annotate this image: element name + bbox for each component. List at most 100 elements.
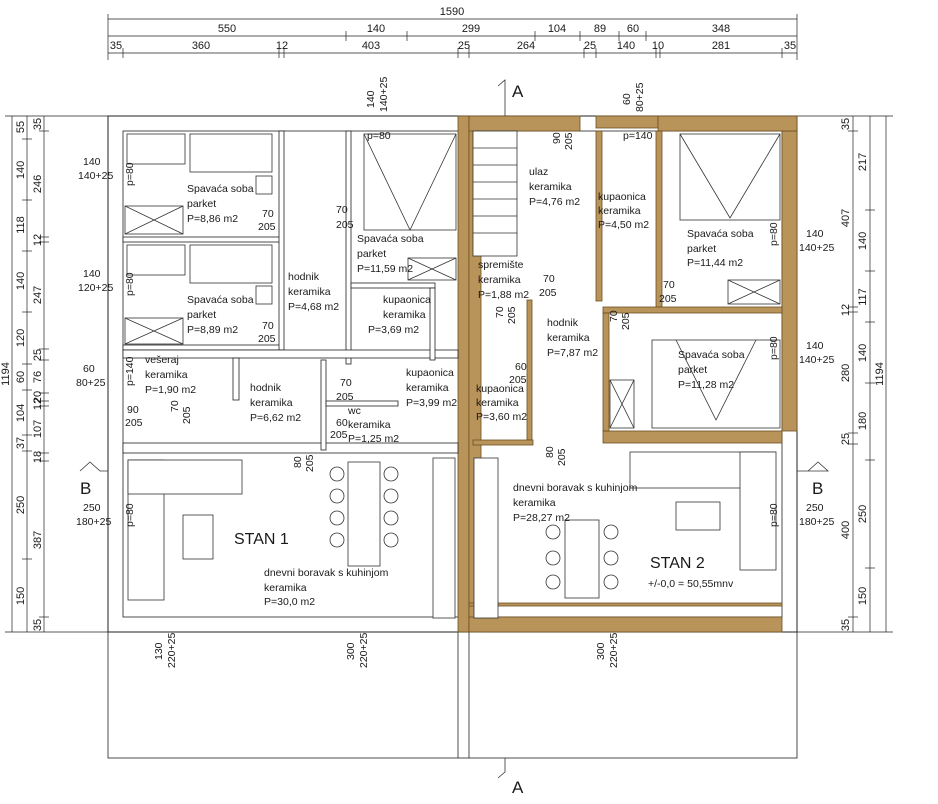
unit-2-label: STAN 2 [650,555,705,572]
dim-col-right-b: 35 407 12 280 25 400 35 [840,118,852,631]
door-label: 205 [258,221,276,233]
dim-label: 250 [15,496,27,514]
room-name: ulaz [529,166,548,178]
dim-label: 35 [32,619,44,631]
room-area: P=11,59 m2 [357,263,413,275]
dim-label: 117 [857,288,869,306]
right-dimension-chain: 1194 217 140 117 140 180 250 150 35 407 … [797,115,893,633]
door-label: 205 [125,417,143,429]
dim-label: 180 [857,412,869,430]
room-area: P=4,50 m2 [598,219,649,231]
room-area: P=3,69 m2 [368,324,419,336]
dim-label: 217 [857,153,869,171]
dim-label: 25 [584,40,596,52]
dim-label: 400 [840,521,852,539]
dim-label: 281 [712,40,730,52]
dim-row-2: 35 360 12 403 25 264 25 140 10 281 35 [110,40,796,52]
door-label: 205 [258,333,276,345]
window-label: 140+25 [78,170,113,182]
window-label: 140+25 [799,354,834,366]
parapet-label: p=140 [124,356,136,386]
dim-label: 35 [110,40,122,52]
door-label: 205 [336,219,354,231]
dim-label: 360 [192,40,210,52]
left-dimension-chain: 1194 55 140 118 140 120 60 104 37 250 15… [0,115,108,633]
dim-label: 25 [840,433,852,445]
room-area: P=1,25 m2 [348,433,399,445]
room-bedroom-3: Spavaća soba parket P=11,59 m2 [357,233,426,275]
room-area: P=11,44 m2 [687,257,743,269]
window-labels: 140 140+25 140 120+25 60 80+25 140 140+2… [76,77,834,668]
window-label: 220+25 [608,633,620,668]
level-mark: +/-0,0 = 50,55mnv [648,578,734,590]
dim-total-height: 1194 [0,362,12,386]
room-floor: keramika [250,397,293,409]
room-bathroom-1: kupaonica keramika P=3,69 m2 [368,294,434,336]
dim-total-height-right: 1194 [874,362,886,386]
room-area: P=28,27 m2 [513,512,570,524]
room-floor: keramika [348,419,391,431]
room-living-1: dnevni boravak s kuhinjom keramika P=30,… [264,567,391,608]
room-living-2: dnevni boravak s kuhinjom keramika P=28,… [513,482,640,524]
parapet-label: p=140 [623,130,653,142]
dim-label: 150 [857,587,869,605]
room-name: hodnik [250,382,282,394]
room-bathroom-2: kupaonica keramika P=3,99 m2 [406,367,457,409]
dim-label: 264 [517,40,535,52]
parapet-label: p=80 [768,336,780,360]
dim-label: 140 [617,40,635,52]
room-floor: parket [678,364,707,376]
door-label: 205 [563,132,575,150]
room-name: Spavaća soba [187,183,254,195]
window-label: 250 [83,502,101,514]
door-label: 205 [330,429,348,441]
door-label: 70 [169,400,181,412]
dim-label: 140 [857,232,869,250]
room-name: hodnik [547,317,579,329]
room-floor: keramika [406,382,449,394]
door-label: 90 [551,132,563,144]
room-name: Spavaća soba [687,228,754,240]
room-floor: keramika [529,181,572,193]
dim-label: 280 [840,364,852,382]
room-name: vešeraj [145,354,179,366]
dim-label: 20 [32,391,44,403]
terrace [107,631,798,759]
window-label: 140+25 [378,77,390,112]
dim-label: 37 [15,437,27,449]
room-bedroom-4: Spavaća soba parket P=11,44 m2 [687,228,756,269]
room-bedroom-1: Spavaća soba parket P=8,86 m2 [187,183,256,225]
room-storage: spremište keramika P=1,88 m2 [478,259,529,301]
dim-label: 299 [462,23,480,35]
top-dimension-chain: 1590 550 140 299 104 89 60 348 35 360 12… [107,6,798,60]
door-label: 70 [543,273,555,285]
parapet-label: p=80 [124,162,136,186]
dim-col-right-a: 217 140 117 140 180 250 150 [857,153,869,605]
dim-label: 12 [32,398,44,410]
room-laundry: vešeraj keramika P=1,90 m2 [145,354,196,396]
dim-col-b: 35 246 12 247 25 76 20 12 107 18 387 35 [32,118,44,631]
room-name: Spavaća soba [678,349,745,361]
room-bedroom-5: Spavaća soba parket P=11,28 m2 [678,349,747,391]
door-label: 90 [127,404,139,416]
section-a-top: A [512,82,524,101]
dim-label: 403 [362,40,380,52]
dim-label: 107 [32,420,44,438]
dim-label: 12 [276,40,288,52]
room-name: kupaonica [383,294,431,306]
window-label: 140 [806,340,824,352]
room-name: Spavaća soba [187,294,254,306]
room-labels: Spavaća soba parket P=8,86 m2 Spavaća so… [145,166,756,608]
door-label: 70 [608,310,620,322]
parapet-label: p=80 [367,130,391,142]
dim-label: 348 [712,23,730,35]
dim-label: 60 [627,23,639,35]
room-hallway-2: hodnik keramika P=6,62 m2 [250,382,301,424]
section-b-left: B [80,479,91,498]
window-label: 180+25 [799,516,834,528]
room-area: P=3,99 m2 [406,397,457,409]
room-name: wc [347,405,361,417]
dim-label: 118 [15,216,27,234]
room-floor: parket [357,248,386,260]
